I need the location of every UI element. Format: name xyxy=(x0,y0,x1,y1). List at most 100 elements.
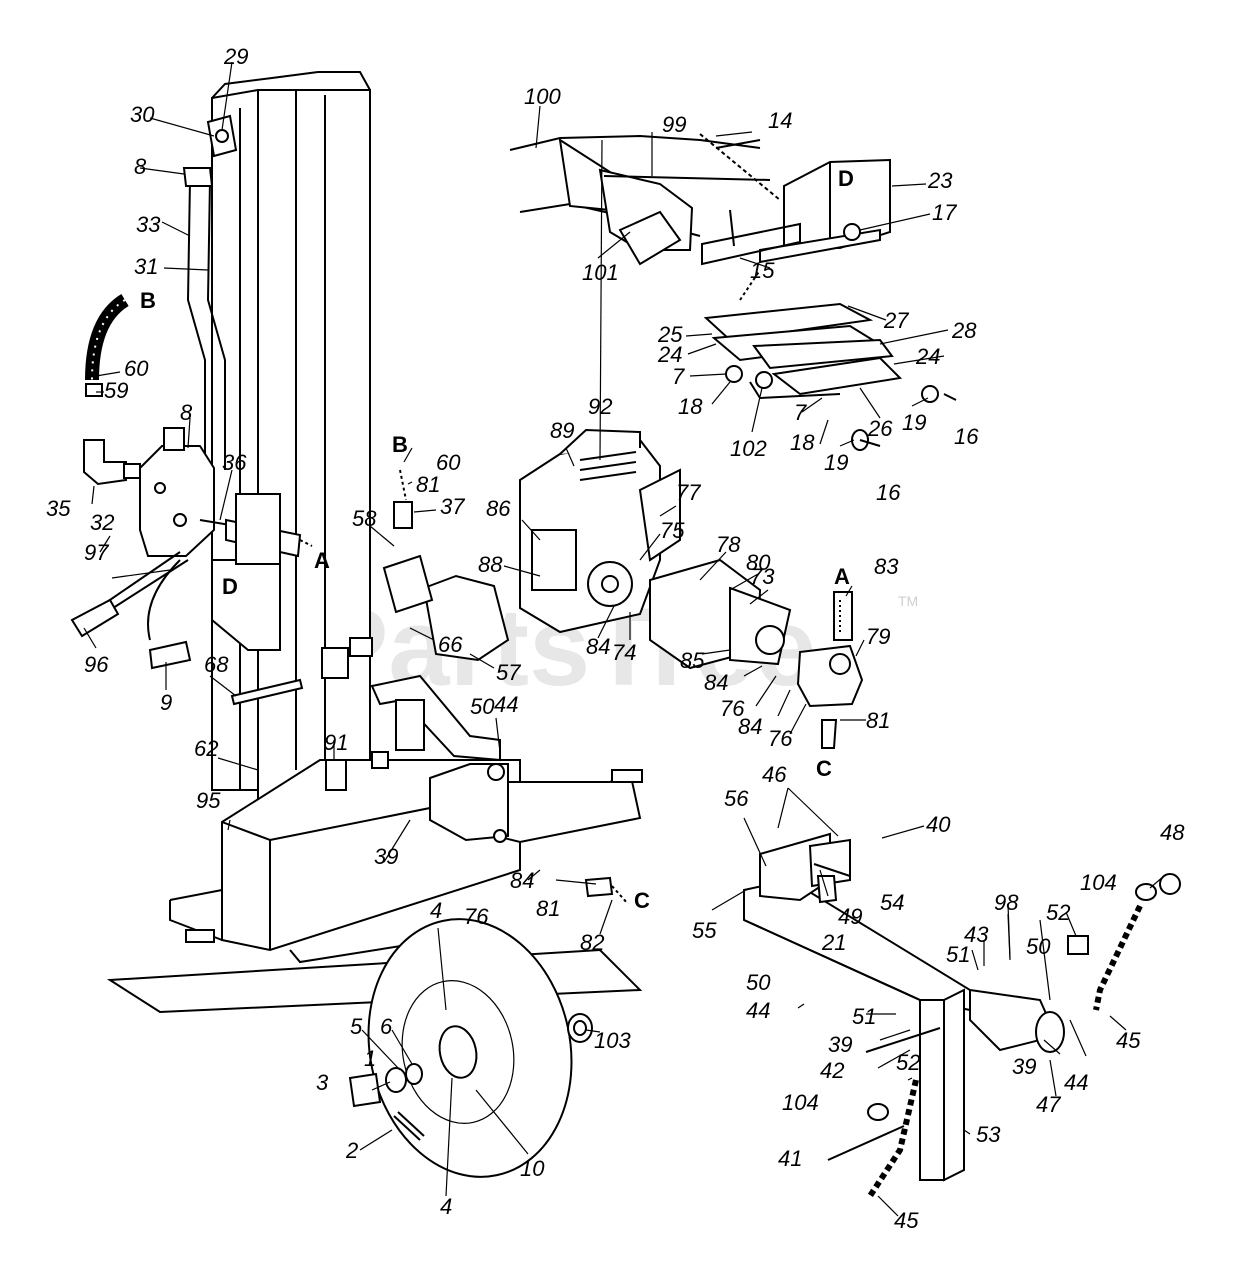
callout-54: 54 xyxy=(880,890,904,915)
callout-60b: 60 xyxy=(436,450,461,475)
callout-24: 24 xyxy=(657,342,682,367)
elbow-fitting xyxy=(83,439,141,486)
connector-c-pump: C xyxy=(816,756,832,781)
callout-81c: 81 xyxy=(536,896,560,921)
callout-88: 88 xyxy=(478,552,503,577)
callout-50: 50 xyxy=(470,694,495,719)
callout-35: 35 xyxy=(46,496,71,521)
callout-82: 82 xyxy=(580,930,604,955)
callout-51: 51 xyxy=(946,942,970,967)
callout-7: 7 xyxy=(672,364,685,389)
connector-b-center: B xyxy=(392,432,408,457)
connector-c-base: C xyxy=(634,888,650,913)
callout-27: 27 xyxy=(883,308,909,333)
callout-49: 49 xyxy=(838,904,862,929)
callout-6: 6 xyxy=(380,1014,393,1039)
callout-39c: 39 xyxy=(1012,1054,1036,1079)
wedge-assembly xyxy=(509,133,891,266)
connector-b-left: B xyxy=(140,288,156,313)
connector-a-pump: A xyxy=(834,564,850,589)
axle-hardware xyxy=(348,1063,425,1141)
callout-23: 23 xyxy=(927,168,953,193)
wedge-plates xyxy=(703,269,957,451)
callout-30: 30 xyxy=(130,102,155,127)
callout-73: 73 xyxy=(750,564,775,589)
callout-85: 85 xyxy=(680,648,705,673)
callout-24b: 24 xyxy=(915,344,940,369)
callout-101: 101 xyxy=(582,260,619,285)
callout-58: 58 xyxy=(352,506,377,531)
callout-18: 18 xyxy=(678,394,703,419)
callout-16b: 16 xyxy=(876,480,901,505)
callout-4b: 4 xyxy=(440,1194,452,1219)
callout-91: 91 xyxy=(324,730,348,755)
watermark-trademark: TM xyxy=(898,593,918,609)
callout-95: 95 xyxy=(196,788,221,813)
hose-b xyxy=(85,294,129,397)
callout-52: 52 xyxy=(1046,900,1070,925)
callout-21: 21 xyxy=(821,930,846,955)
callout-44: 44 xyxy=(494,692,518,717)
callout-79: 79 xyxy=(866,624,890,649)
callout-57: 57 xyxy=(496,660,521,685)
callout-39b: 39 xyxy=(828,1032,852,1057)
leader-lines xyxy=(83,61,1165,1217)
support-arm xyxy=(370,674,505,781)
connector-d-wedge: D xyxy=(838,166,854,191)
connector-a-left: A xyxy=(314,548,330,573)
callout-86: 86 xyxy=(486,496,511,521)
callout-26: 26 xyxy=(867,416,893,441)
callout-84d: 84 xyxy=(510,868,534,893)
callout-36: 36 xyxy=(222,450,247,475)
callout-50b: 50 xyxy=(1026,934,1051,959)
main-frame-tube xyxy=(429,763,643,844)
callout-76: 76 xyxy=(720,696,745,721)
callout-74: 74 xyxy=(612,640,636,665)
callout-41: 41 xyxy=(778,1146,802,1171)
callout-28: 28 xyxy=(951,318,977,343)
callout-104: 104 xyxy=(1080,870,1117,895)
callout-59: 59 xyxy=(104,378,128,403)
wheel xyxy=(367,918,593,1178)
callout-10: 10 xyxy=(520,1156,545,1181)
callout-50c: 50 xyxy=(746,970,771,995)
hitch-assembly xyxy=(743,832,1065,1182)
callout-8: 8 xyxy=(134,154,147,179)
callout-56: 56 xyxy=(724,786,749,811)
callout-103: 103 xyxy=(594,1028,631,1053)
callout-80: 80 xyxy=(746,550,771,575)
callout-32: 32 xyxy=(90,510,114,535)
callout-83: 83 xyxy=(874,554,899,579)
callout-45: 45 xyxy=(1116,1028,1141,1053)
callout-3: 3 xyxy=(316,1070,329,1095)
callout-labels: 29 30 8 33 31 60 59 35 32 8 36 97 96 9 6… xyxy=(46,44,1185,1233)
callout-44b: 44 xyxy=(746,998,770,1023)
callout-17: 17 xyxy=(932,200,957,225)
pin-68 xyxy=(230,637,373,706)
callout-45b: 45 xyxy=(894,1208,919,1233)
coupling-pump xyxy=(649,558,864,749)
callout-81: 81 xyxy=(416,472,440,497)
callout-92: 92 xyxy=(588,394,612,419)
callout-15: 15 xyxy=(750,258,775,283)
callout-47: 47 xyxy=(1036,1092,1061,1117)
callout-89: 89 xyxy=(550,418,574,443)
callout-40: 40 xyxy=(926,812,951,837)
callout-5: 5 xyxy=(350,1014,363,1039)
callout-104b: 104 xyxy=(782,1090,819,1115)
callout-48: 48 xyxy=(1160,820,1185,845)
hydraulic-tubes xyxy=(182,114,238,470)
safety-chains xyxy=(827,873,1181,1198)
callout-96: 96 xyxy=(84,652,109,677)
callout-66: 66 xyxy=(438,632,463,657)
callout-51b: 51 xyxy=(852,1004,876,1029)
callout-76b: 76 xyxy=(768,726,793,751)
callout-100: 100 xyxy=(524,84,561,109)
callout-7b: 7 xyxy=(794,400,807,425)
valve-handle xyxy=(70,551,192,670)
filter xyxy=(382,469,510,662)
callout-19: 19 xyxy=(902,410,926,435)
callout-31: 31 xyxy=(134,254,158,279)
callout-46: 46 xyxy=(762,762,787,787)
